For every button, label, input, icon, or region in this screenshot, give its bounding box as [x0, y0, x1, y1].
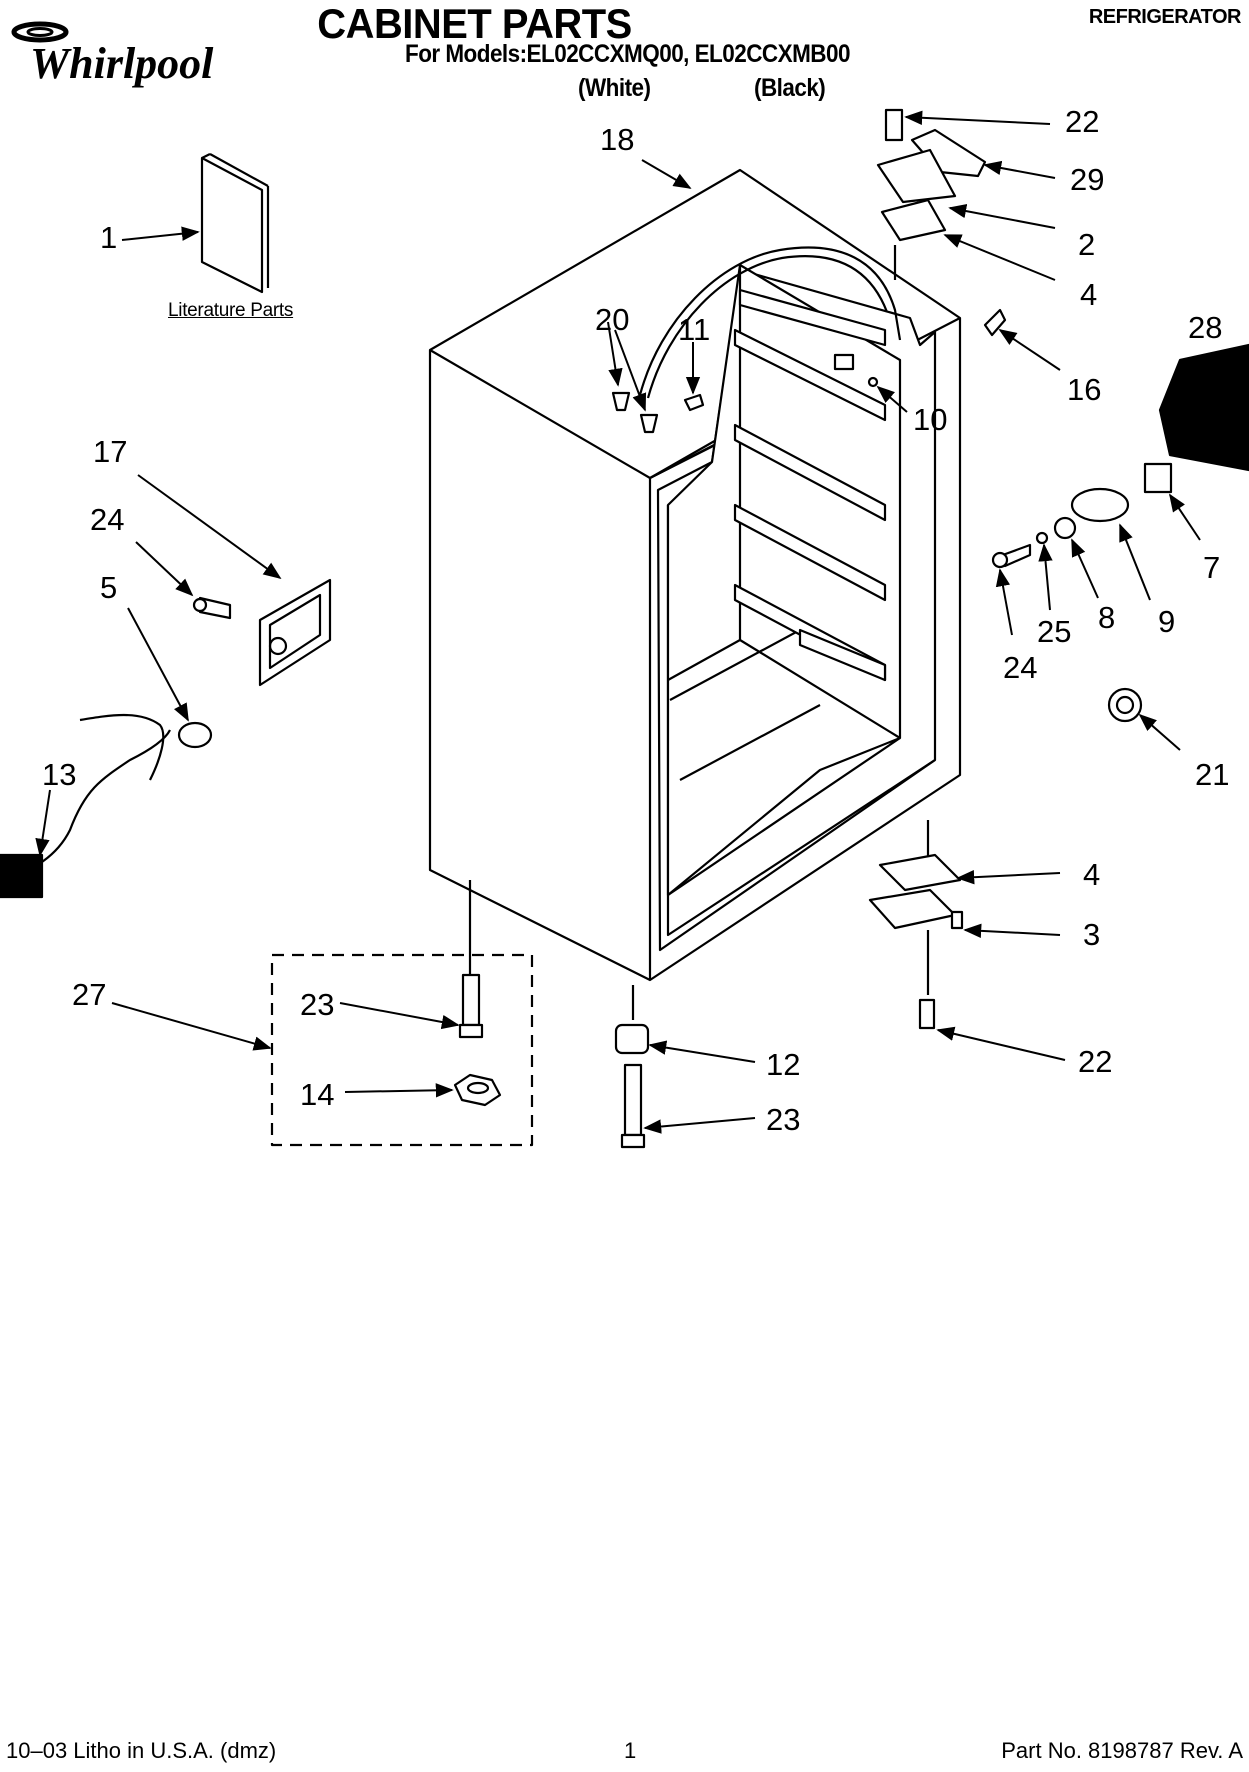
callout-13: 13 — [42, 757, 76, 792]
callout-3: 3 — [1083, 917, 1100, 952]
callout-22-bottom: 22 — [1078, 1044, 1112, 1079]
bottom-hinge-3 — [868, 888, 957, 930]
callout-5: 5 — [100, 570, 117, 605]
shelf-rails — [733, 288, 887, 682]
power-cord-13 — [0, 713, 171, 899]
nut-14 — [453, 1073, 502, 1107]
footer-part-number: Part No. 8198787 Rev. A — [1001, 1738, 1243, 1763]
variant-white: (White) — [578, 74, 651, 102]
callout-23-b: 23 — [766, 1102, 800, 1137]
callout-4-top: 4 — [1080, 277, 1097, 312]
part-28 — [1158, 343, 1249, 472]
callout-25: 25 — [1037, 614, 1071, 649]
callout-4-bottom: 4 — [1083, 857, 1100, 892]
variant-black: (Black) — [754, 74, 826, 102]
footer-page-number: 1 — [624, 1738, 637, 1763]
category-label: REFRIGERATOR — [1088, 6, 1242, 28]
callout-11: 11 — [678, 312, 710, 347]
callout-27: 27 — [72, 977, 106, 1012]
callout-2: 2 — [1078, 227, 1095, 262]
grommet-21 — [1107, 687, 1143, 723]
washer-25 — [1035, 531, 1049, 545]
cabinet-shell — [428, 168, 962, 982]
leveling-leg-23-b — [623, 1063, 643, 1137]
top-hinge-2 — [876, 148, 957, 204]
knob-8 — [1053, 516, 1077, 540]
footer-print-info: 10–03 Litho in U.S.A. (dmz) — [6, 1738, 277, 1763]
leveling-leg-23-a — [461, 973, 481, 1027]
callout-14: 14 — [300, 1077, 334, 1112]
models-line: For Models:EL02CCXMQ00, EL02CCXMB00 — [405, 40, 851, 68]
foot-12 — [614, 1023, 650, 1055]
screw-22-bottom — [918, 998, 936, 1030]
screw-24-right — [991, 543, 1032, 569]
page-title: CABINET PARTS — [317, 0, 632, 47]
leveler-kit-box — [270, 953, 534, 1147]
callout-23-a: 23 — [300, 987, 334, 1022]
callout-16: 16 — [1067, 372, 1101, 407]
callout-20: 20 — [595, 302, 629, 337]
callout-24-right: 24 — [1003, 650, 1037, 685]
plug-20-a — [611, 391, 631, 412]
thermostat-7 — [1143, 462, 1173, 494]
shim-4-top — [880, 198, 947, 242]
screw-22-top — [884, 108, 904, 142]
shim-4-bottom — [878, 853, 962, 892]
callout-24-left: 24 — [90, 502, 124, 537]
callout-1: 1 — [100, 220, 117, 255]
callout-10: 10 — [913, 402, 947, 437]
callout-22-top: 22 — [1065, 104, 1099, 139]
plug-5 — [177, 721, 213, 749]
callout-29: 29 — [1070, 162, 1104, 197]
svg-text:Whirlpool: Whirlpool — [30, 39, 214, 88]
whirlpool-logo: Whirlpool — [11, 21, 214, 88]
knob-9 — [1070, 487, 1130, 523]
callout-17: 17 — [93, 434, 127, 469]
control-bracket — [258, 578, 332, 687]
literature-parts-label: Literature Parts — [168, 300, 294, 321]
clip-16 — [983, 308, 1007, 337]
callout-18: 18 — [600, 122, 634, 157]
callout-12: 12 — [766, 1047, 800, 1082]
callout-9: 9 — [1158, 604, 1175, 639]
plug-20-b — [639, 413, 659, 434]
callout-28: 28 — [1188, 310, 1222, 345]
callout-7: 7 — [1203, 550, 1220, 585]
screw-24-left — [192, 596, 232, 620]
literature-booklet — [200, 156, 264, 294]
callout-8: 8 — [1098, 600, 1115, 635]
screw-11 — [683, 393, 705, 412]
callout-21: 21 — [1195, 757, 1229, 792]
